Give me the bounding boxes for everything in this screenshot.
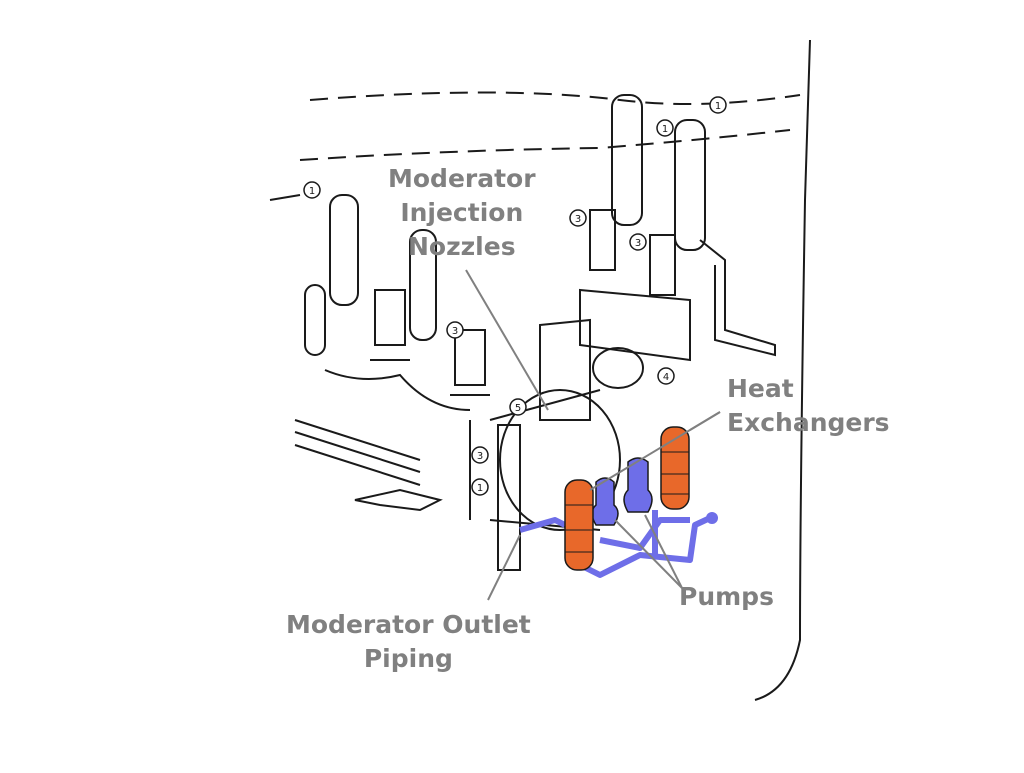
label-line: Moderator	[388, 164, 536, 193]
label-injection-nozzles: Moderator Injection Nozzles	[388, 162, 536, 264]
heat-exchanger-1	[564, 479, 594, 571]
label-outlet-piping: Moderator Outlet Piping	[286, 608, 531, 676]
pressurizer-drum	[592, 347, 644, 389]
fuelling-ramp	[354, 488, 443, 512]
callout-number: 3	[635, 238, 641, 249]
callouts	[303, 96, 727, 496]
callout-number: 1	[477, 483, 483, 494]
line-art	[269, 39, 811, 701]
callout-number: 4	[663, 372, 669, 383]
callout-number: 1	[309, 186, 315, 197]
leader-outlet-piping	[487, 534, 521, 601]
callout-circle	[471, 446, 489, 464]
moderator-piping	[519, 510, 712, 578]
feeder-block-right	[579, 288, 691, 362]
callout-numbers: 1 1 1 3 3 3 3 1 4 5	[309, 101, 721, 494]
pump-right-1	[589, 209, 616, 271]
steam-generator-4	[674, 119, 706, 251]
outlet-pipe	[519, 517, 567, 533]
left-piping	[324, 369, 471, 411]
callout-circle	[629, 233, 647, 251]
leader-injection-nozzles	[465, 269, 549, 411]
label-line: Nozzles	[407, 232, 516, 261]
label-line: Moderator Outlet	[286, 610, 531, 639]
heat-exchangers	[564, 426, 690, 571]
callout-circle	[509, 398, 527, 416]
label-line: Injection	[400, 198, 524, 227]
callout-number: 5	[515, 403, 521, 414]
left-piping-2	[269, 194, 301, 201]
callout-circle	[656, 119, 674, 137]
fuelling-rails	[294, 419, 421, 486]
steam-generator-2	[409, 229, 437, 341]
callout-number: 1	[715, 101, 721, 112]
moderator-pump-1	[591, 477, 619, 526]
callout-number: 3	[575, 214, 581, 225]
accumulator	[304, 284, 326, 356]
callout-circle	[657, 367, 675, 385]
callout-circle	[446, 321, 464, 339]
steam-generator-3	[611, 94, 643, 226]
heat-exchanger-2	[660, 426, 690, 510]
vault-right-wall	[754, 39, 811, 701]
callout-number: 3	[452, 326, 458, 337]
pipe-right	[699, 239, 776, 357]
callout-circle	[709, 96, 727, 114]
moderator-pumps	[591, 457, 653, 526]
pipe-flange	[706, 512, 718, 524]
pump-right-2	[649, 234, 676, 296]
leader-heat-exchanger-2	[689, 411, 721, 431]
callout-circle	[471, 478, 489, 496]
moderator-pump-2	[623, 457, 653, 513]
pump-left-1	[370, 289, 410, 361]
calandria-vessel	[499, 389, 621, 531]
label-line: Piping	[363, 644, 453, 673]
pump-header	[578, 515, 712, 578]
label-line: Exchangers	[727, 408, 890, 437]
leader-pumps-2	[644, 514, 683, 589]
label-line: Heat	[727, 374, 794, 403]
outlet-column	[497, 424, 521, 571]
vault-top-dash	[309, 91, 801, 105]
steam-generator-1	[329, 194, 359, 306]
pump-left-2	[450, 329, 490, 396]
label-line: Pumps	[679, 582, 774, 611]
hx-bands	[565, 451, 689, 553]
callout-number: 1	[662, 124, 668, 135]
label-pumps: Pumps	[679, 580, 774, 614]
leader-lines	[465, 269, 721, 601]
hx-band	[661, 451, 689, 495]
callout-circle	[303, 181, 321, 199]
hx-band	[565, 504, 593, 553]
callout-number: 3	[477, 451, 483, 462]
label-heat-exchangers: Heat Exchangers	[727, 372, 890, 440]
feeder-block-left	[539, 318, 591, 421]
leader-pumps-1	[614, 519, 683, 589]
pump-header-2	[599, 517, 690, 551]
vault-top-dash-2	[299, 129, 791, 161]
callout-circle	[569, 209, 587, 227]
